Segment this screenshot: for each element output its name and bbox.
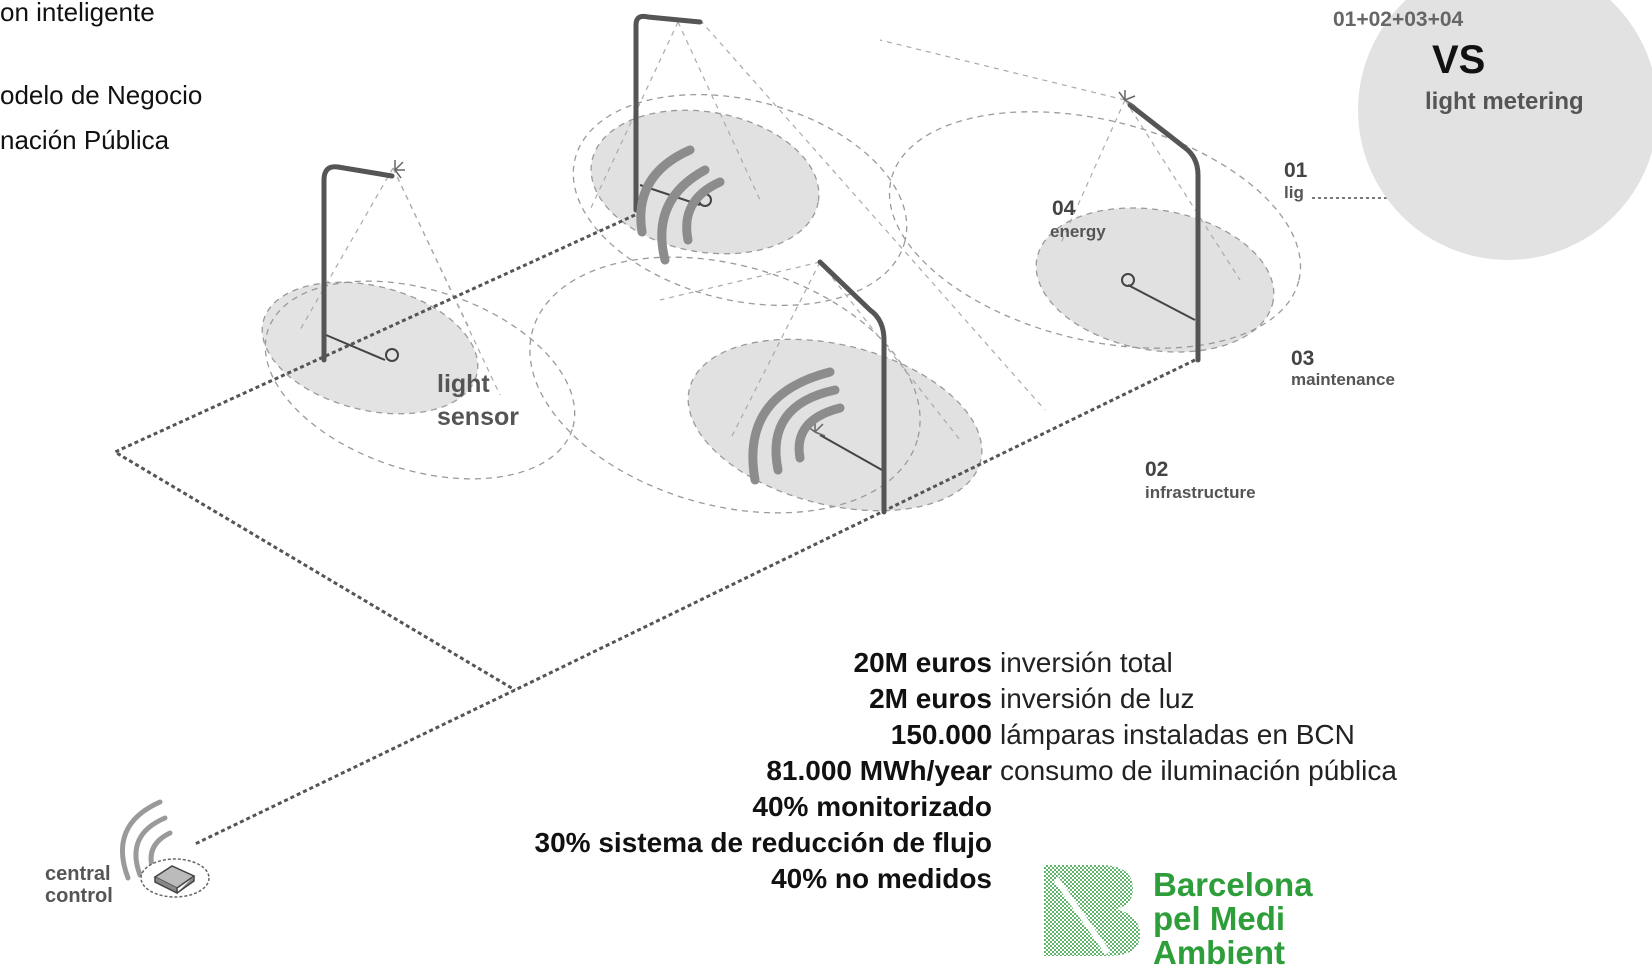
infrastructure-number: 02 — [1145, 458, 1168, 481]
light-beams — [299, 19, 1241, 441]
lighting-label: lig — [1284, 183, 1304, 202]
lamp-post-right — [1127, 102, 1201, 363]
stat-label: inversión total — [1000, 647, 1173, 678]
lamp-head-sparks — [394, 90, 1136, 437]
stat-value: 81.000 MWh/year — [766, 755, 992, 786]
stat-row: 2M euros inversión de luz — [300, 681, 1652, 717]
stats-list: 20M euros inversión total 2M euros inver… — [300, 645, 1652, 897]
stat-value: 150.000 — [890, 719, 992, 750]
badge-vs: VS — [1432, 38, 1486, 82]
central-control-label-line2: control — [45, 885, 113, 907]
stat-row: 40% no medidos — [300, 861, 1652, 897]
stat-value: 40% no medidos — [771, 863, 992, 894]
zone-left — [261, 281, 479, 415]
zone-right — [1035, 207, 1275, 353]
stat-row: 40% monitorizado — [300, 789, 1652, 825]
barcelona-logo-text: Barcelona pel Medi Ambient — [1153, 868, 1313, 970]
logo-line-1: Barcelona — [1153, 866, 1313, 903]
stat-row: 20M euros inversión total — [300, 645, 1652, 681]
zone-center-lower — [687, 338, 983, 512]
stat-value: 2M euros — [869, 683, 992, 714]
stat-row: 150.000 lámparas instaladas en BCN — [300, 717, 1652, 753]
light-metering-badge — [1358, 0, 1652, 260]
light-sensor-label-line1: light — [437, 370, 490, 398]
stat-label: inversión de luz — [1000, 683, 1195, 714]
zone-right-outer — [888, 111, 1302, 349]
maintenance-label: maintenance — [1291, 370, 1395, 389]
wireless-signal-icon — [636, 145, 725, 265]
barcelona-logo-icon — [1044, 865, 1140, 956]
maintenance-number: 03 — [1291, 347, 1314, 370]
street-lamps — [321, 13, 1201, 515]
badge-subtitle: light metering — [1425, 88, 1584, 115]
central-control-label-line1: central — [45, 863, 111, 885]
title-line-3: nación Pública — [0, 125, 170, 155]
lighting-number: 01 — [1284, 159, 1308, 182]
network-cable — [111, 213, 1196, 846]
title-line-1: on inteligente — [0, 0, 155, 27]
infrastructure-label: infrastructure — [1145, 483, 1256, 502]
energy-number: 04 — [1052, 197, 1076, 220]
logo-line-2: pel Medi — [1153, 900, 1286, 937]
stat-row: 81.000 MWh/year consumo de iluminación p… — [300, 753, 1652, 789]
lamp-post-left — [321, 164, 395, 363]
light-zones — [261, 93, 1302, 514]
light-sensor-label-line2: sensor — [437, 403, 519, 431]
lamp-post-center — [817, 259, 887, 515]
energy-label: energy — [1050, 222, 1106, 241]
logo-line-3: Ambient — [1153, 934, 1285, 971]
badge-formula: 01+02+03+04 — [1333, 8, 1464, 31]
stat-value: 40% monitorizado — [752, 791, 992, 822]
stat-label: consumo de iluminación pública — [1000, 755, 1397, 786]
wireless-signal-icon — [748, 367, 845, 485]
zone-left-outer — [264, 280, 576, 480]
zone-center-outer — [529, 256, 921, 514]
stat-row: 30% sistema de reducción de flujo — [300, 825, 1652, 861]
stat-value: 30% sistema de reducción de flujo — [534, 827, 992, 858]
title-line-2: odelo de Negocio — [0, 80, 203, 110]
stat-label: lámparas instaladas en BCN — [1000, 719, 1355, 750]
central-control-icon — [140, 858, 210, 898]
zone-top-center — [590, 109, 820, 255]
stat-value: 20M euros — [853, 647, 993, 678]
zone-top-center-outer — [572, 93, 908, 307]
lamp-post-top — [633, 13, 703, 213]
